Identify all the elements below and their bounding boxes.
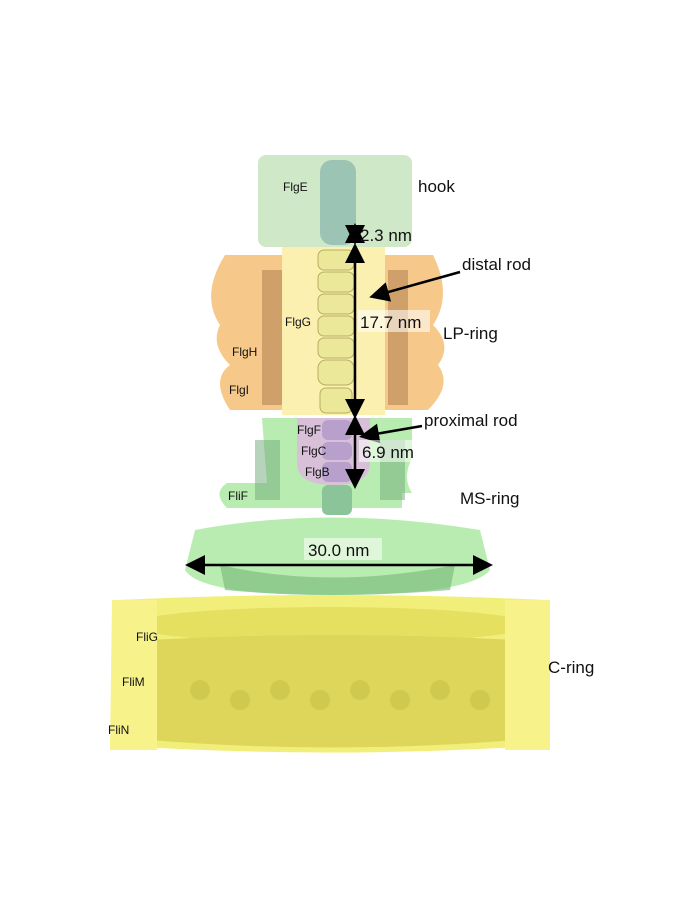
label-lp-ring: LP-ring bbox=[443, 324, 498, 343]
label-proximal-rod: proximal rod bbox=[424, 411, 518, 430]
label-flgh: FlgH bbox=[232, 345, 257, 359]
label-flgf: FlgF bbox=[297, 423, 321, 437]
pointer-arrow-proximal-rod bbox=[359, 423, 423, 444]
label-flgi: FlgI bbox=[229, 383, 249, 397]
label-hook: hook bbox=[418, 177, 455, 196]
label-c-ring: C-ring bbox=[548, 658, 594, 677]
label-flig: FliG bbox=[136, 630, 158, 644]
label-flim: FliM bbox=[122, 675, 145, 689]
label-flgg: FlgG bbox=[285, 315, 311, 329]
proximal-rod-segments bbox=[322, 420, 352, 482]
label-flgb: FlgB bbox=[305, 465, 330, 479]
label-flif: FliF bbox=[228, 489, 248, 503]
c-ring-structure bbox=[110, 595, 550, 753]
label-dim-distal: 17.7 nm bbox=[360, 313, 421, 332]
hook-lumen bbox=[320, 160, 356, 245]
distal-rod-segments bbox=[317, 249, 355, 414]
label-dim-hook-gap: 2.3 nm bbox=[360, 226, 412, 245]
label-ms-ring: MS-ring bbox=[460, 489, 520, 508]
label-flgc: FlgC bbox=[301, 444, 327, 458]
label-flin: FliN bbox=[108, 723, 129, 737]
label-flge: FlgE bbox=[283, 180, 308, 194]
label-dim-ms-width: 30.0 nm bbox=[308, 541, 369, 560]
label-distal-rod: distal rod bbox=[462, 255, 531, 274]
label-dim-proximal: 6.9 nm bbox=[362, 443, 414, 462]
pointer-arrow-distal-rod bbox=[369, 270, 461, 302]
